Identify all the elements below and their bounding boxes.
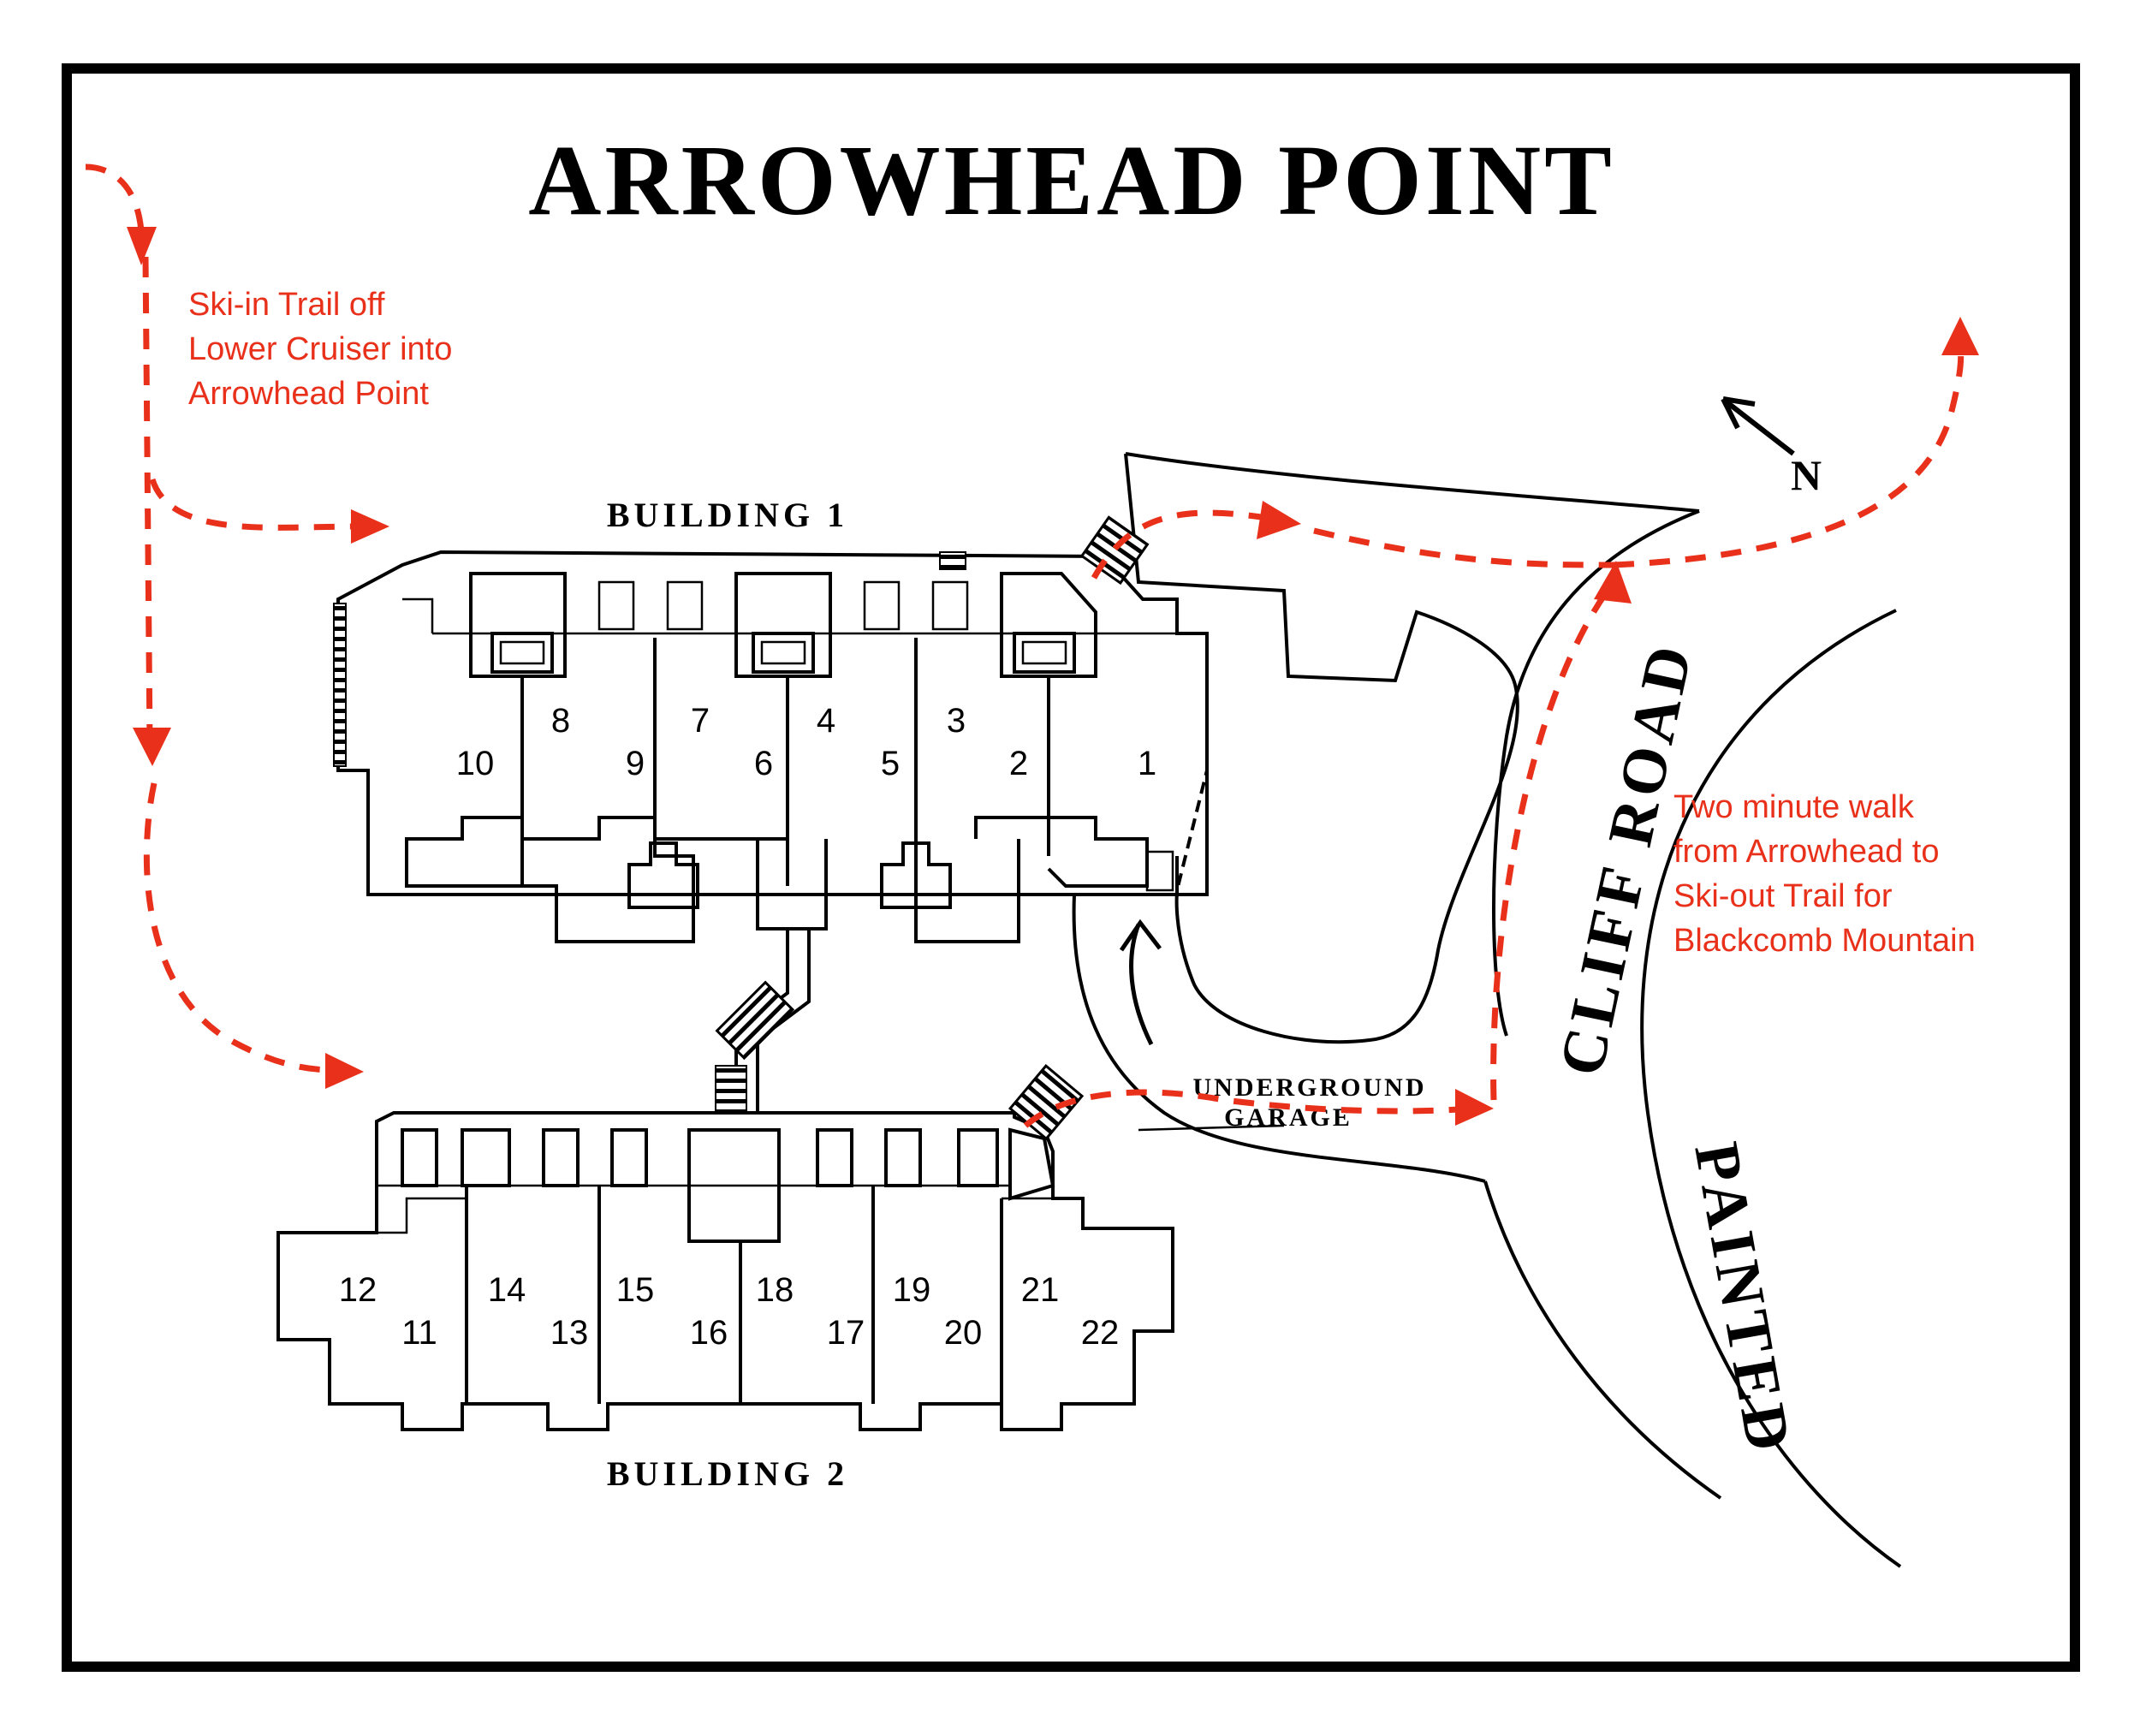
ski-out-note-line-3: Ski-out Trail for xyxy=(1673,878,1893,914)
unit-6: 6 xyxy=(754,745,773,782)
building-2-units: 12 11 14 13 15 16 18 17 19 20 21 22 xyxy=(339,1271,1120,1352)
ski-out-note-line-2: from Arrowhead to xyxy=(1673,834,1939,870)
ski-in-trail xyxy=(85,163,389,1089)
unit-5: 5 xyxy=(881,745,900,782)
ski-out-note-line-1: Two minute walk xyxy=(1673,789,1915,825)
driveway xyxy=(1072,452,1700,1183)
building-2-label: BUILDING 2 xyxy=(607,1454,848,1493)
driveway-arrow-icon xyxy=(1119,919,1162,1046)
painted-road-label: PAINTED xyxy=(1680,1138,1804,1461)
building-1-label: BUILDING 1 xyxy=(607,496,848,534)
unit-3: 3 xyxy=(947,702,966,740)
unit-15: 15 xyxy=(616,1271,655,1309)
unit-2: 2 xyxy=(1009,745,1028,782)
unit-1: 1 xyxy=(1138,745,1156,782)
unit-13: 13 xyxy=(550,1314,589,1352)
ski-in-note: Ski-in Trail off Lower Cruiser into Arro… xyxy=(188,287,452,412)
unit-21: 21 xyxy=(1021,1271,1060,1309)
building-1-units: 10 8 9 7 6 4 5 3 2 1 xyxy=(456,702,1156,782)
unit-4: 4 xyxy=(817,702,835,740)
ski-out-note: Two minute walk from Arrowhead to Ski-ou… xyxy=(1673,789,1976,959)
unit-22: 22 xyxy=(1081,1314,1120,1352)
north-arrow-icon: N xyxy=(1721,396,1822,499)
building-1 xyxy=(333,515,1209,943)
unit-12: 12 xyxy=(339,1271,377,1309)
unit-9: 9 xyxy=(626,745,645,782)
unit-16: 16 xyxy=(690,1314,728,1352)
map-frame xyxy=(62,63,2080,1672)
painted-cliff-road xyxy=(1483,509,1902,1568)
unit-18: 18 xyxy=(756,1271,794,1309)
unit-20: 20 xyxy=(944,1314,983,1352)
unit-7: 7 xyxy=(691,702,710,740)
garage-label-line1: UNDERGROUND xyxy=(1193,1073,1427,1102)
connector-walkway xyxy=(715,929,811,1114)
unit-19: 19 xyxy=(893,1271,931,1309)
ski-in-note-line-3: Arrowhead Point xyxy=(188,376,429,412)
unit-10: 10 xyxy=(456,745,495,782)
ski-out-trail xyxy=(1023,317,1979,1128)
unit-17: 17 xyxy=(827,1314,865,1352)
unit-8: 8 xyxy=(551,702,570,740)
trail-arrow-icon xyxy=(127,227,157,265)
unit-11: 11 xyxy=(401,1314,437,1352)
svg-text:N: N xyxy=(1791,451,1822,499)
building-2 xyxy=(276,1064,1174,1431)
ski-in-note-line-1: Ski-in Trail off xyxy=(188,287,385,323)
ski-in-note-line-2: Lower Cruiser into xyxy=(188,331,452,367)
unit-14: 14 xyxy=(488,1271,526,1309)
ski-out-note-line-4: Blackcomb Mountain xyxy=(1673,923,1976,959)
map-title: ARROWHEAD POINT xyxy=(528,124,1615,236)
